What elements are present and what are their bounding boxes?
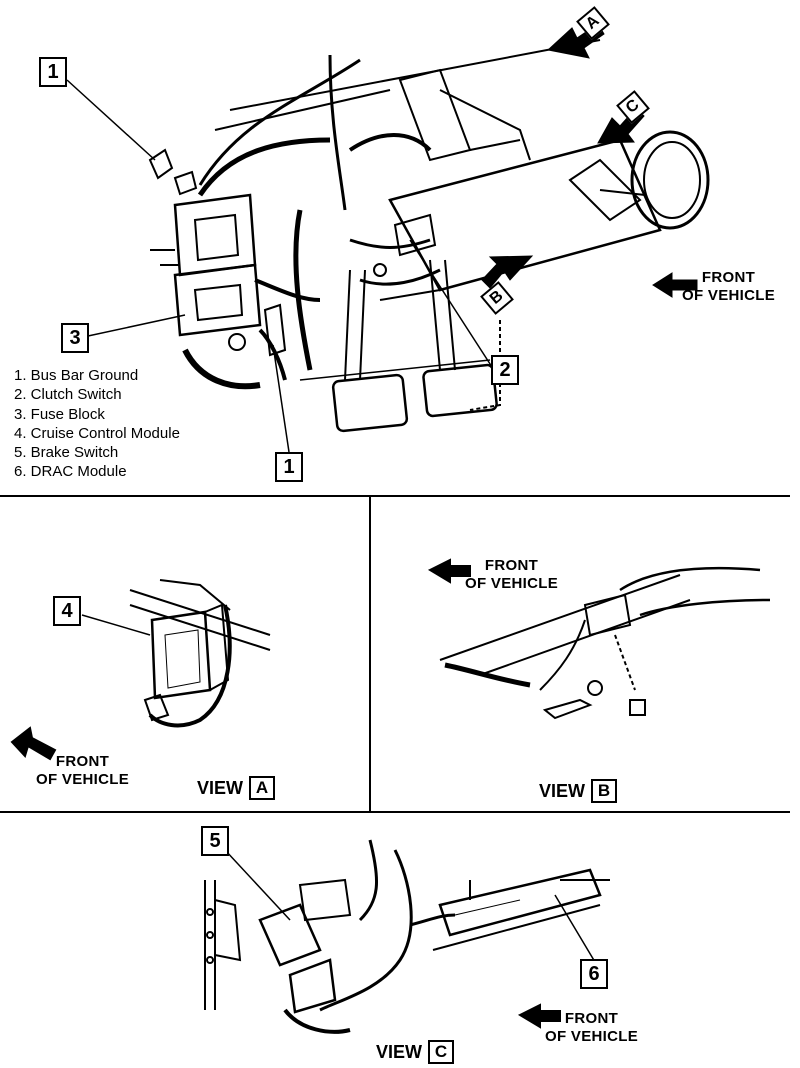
front-arrow-view-a bbox=[10, 726, 57, 761]
callout-1-top: 1 bbox=[39, 57, 67, 87]
view-a-caption: VIEW A bbox=[197, 776, 276, 800]
legend-item: 6. DRAC Module bbox=[14, 463, 127, 481]
view-b-arrow bbox=[481, 255, 534, 289]
view-b-caption: VIEW B bbox=[539, 779, 618, 803]
main-view-art bbox=[66, 39, 710, 453]
view-b-letter: B bbox=[591, 779, 618, 803]
front-label-line1: FRONT bbox=[701, 269, 756, 286]
callout-3: 3 bbox=[61, 323, 89, 353]
front-label-view-c: FRONT OF VEHICLE bbox=[545, 1010, 638, 1046]
front-label-line1: FRONT bbox=[484, 557, 539, 574]
view-c-word: VIEW bbox=[376, 1041, 423, 1062]
view-a-letter: A bbox=[249, 776, 276, 800]
front-label-line2: OF VEHICLE bbox=[682, 287, 776, 304]
front-label-view-b: FRONT OF VEHICLE bbox=[465, 557, 558, 593]
legend-item: 5. Brake Switch bbox=[14, 444, 119, 462]
callout-2: 2 bbox=[491, 355, 519, 385]
legend-item: 4. Cruise Control Module bbox=[14, 424, 180, 442]
legend-item: 2. Clutch Switch bbox=[14, 386, 122, 404]
callout-1-bottom: 1 bbox=[275, 452, 303, 482]
view-b-art bbox=[427, 558, 771, 720]
component-legend: 1. Bus Bar Ground 2. Clutch Switch 3. Fu… bbox=[14, 366, 180, 482]
legend-item: 3. Fuse Block bbox=[14, 405, 105, 423]
view-c-caption: VIEW C bbox=[376, 1040, 455, 1064]
front-arrow-view-c bbox=[517, 1003, 561, 1029]
legend-item: 1. Bus Bar Ground bbox=[14, 367, 139, 384]
view-a-word: VIEW bbox=[197, 777, 244, 798]
front-label-line2: OF VEHICLE bbox=[545, 1028, 639, 1045]
front-label-line2: OF VEHICLE bbox=[36, 771, 130, 788]
front-arrow-main bbox=[652, 272, 698, 298]
front-arrow-view-b bbox=[427, 558, 471, 584]
view-c-letter: C bbox=[428, 1040, 455, 1064]
callout-4: 4 bbox=[53, 596, 81, 626]
callout-5: 5 bbox=[201, 826, 229, 856]
view-b-word: VIEW bbox=[539, 780, 586, 801]
view-c-art bbox=[204, 839, 610, 1034]
callout-6: 6 bbox=[580, 959, 608, 989]
front-label-main: FRONT OF VEHICLE bbox=[682, 269, 775, 305]
front-label-view-a: FRONT OF VEHICLE bbox=[36, 753, 129, 789]
front-label-line1: FRONT bbox=[564, 1010, 619, 1027]
front-label-line1: FRONT bbox=[55, 753, 110, 770]
front-label-line2: OF VEHICLE bbox=[465, 575, 559, 592]
view-a-art bbox=[10, 579, 271, 761]
view-arrows bbox=[481, 23, 698, 298]
